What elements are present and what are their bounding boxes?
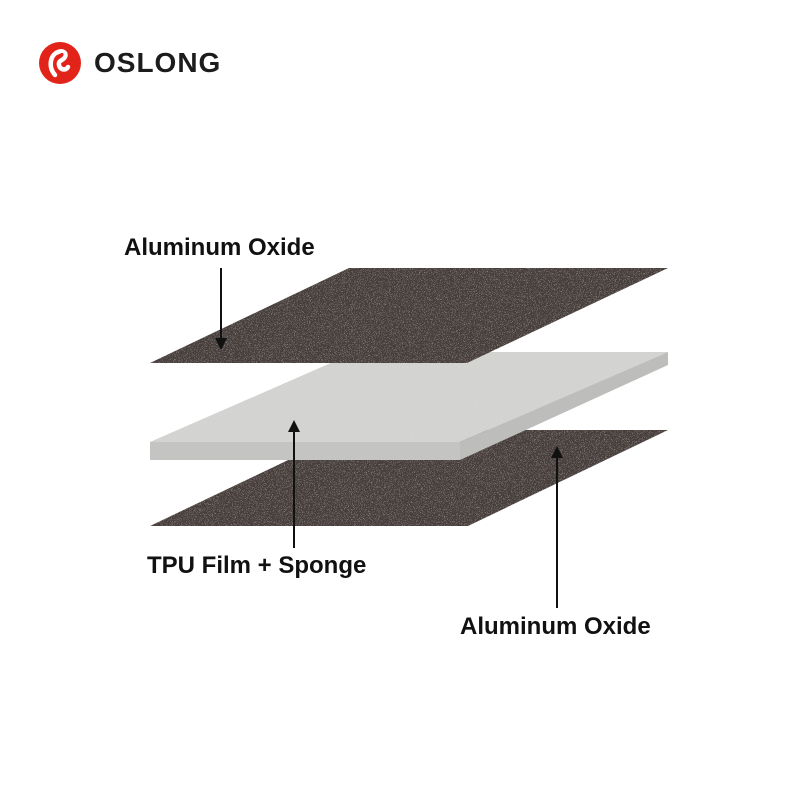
swan-logo-icon — [39, 42, 81, 84]
middle-sponge-layer — [150, 352, 668, 460]
brand-name: OSLONG — [94, 47, 222, 78]
top-oxide-layer — [150, 268, 668, 363]
label-bottom-aluminum-oxide: Aluminum Oxide — [460, 613, 651, 640]
bottom-oxide-layer — [150, 430, 668, 526]
arrow-top — [215, 268, 227, 350]
label-tpu-film-sponge: TPU Film + Sponge — [147, 552, 367, 579]
arrow-bottom — [551, 446, 563, 608]
label-top-aluminum-oxide: Aluminum Oxide — [124, 234, 315, 261]
arrow-middle — [288, 420, 300, 548]
brand-logo: OSLONG — [38, 40, 221, 86]
